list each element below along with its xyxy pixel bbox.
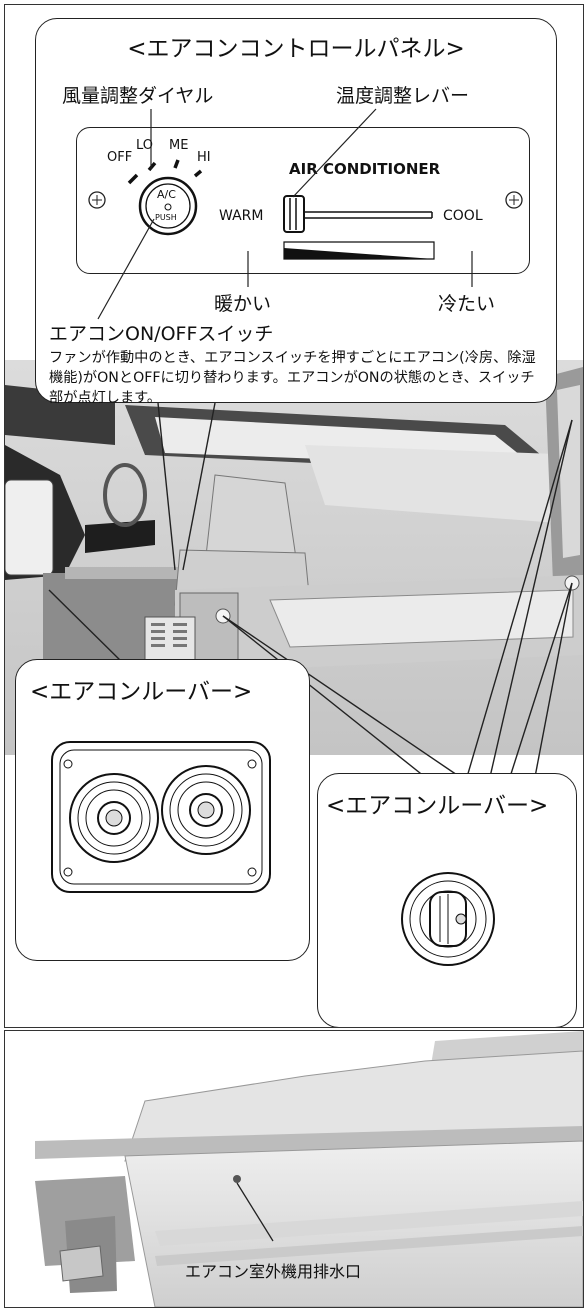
ac-panel-plate: OFF LO ME HI A/C PUSH AIR CONDITIONER WA… bbox=[76, 127, 530, 274]
fan-dial-caption: 風量調整ダイヤル bbox=[62, 85, 214, 107]
exterior-figure-frame: エアコン室外機用排水口 bbox=[4, 1030, 584, 1308]
louver-panel-callout: <エアコンルーバー> bbox=[15, 659, 310, 961]
cool-japanese: 冷たい bbox=[438, 293, 496, 315]
panel-leaders bbox=[97, 108, 473, 320]
temp-lever-caption: 温度調整レバー bbox=[336, 85, 470, 107]
drain-outlet-label: エアコン室外機用排水口 bbox=[185, 1262, 362, 1281]
dial-lo: LO bbox=[136, 138, 154, 153]
air-conditioner-heading: AIR CONDITIONER bbox=[289, 160, 441, 178]
louver-panel-title: <エアコンルーバー> bbox=[30, 679, 253, 705]
round-louver-drawing bbox=[401, 872, 495, 966]
ac-panel-graphics bbox=[88, 159, 523, 260]
round-louver-title: <エアコンルーバー> bbox=[326, 793, 549, 819]
dial-me: ME bbox=[169, 138, 189, 153]
control-panel-heading: <エアコンコントロールパネル> bbox=[127, 36, 465, 62]
round-louver-callout: <エアコンルーバー> bbox=[317, 773, 577, 1027]
ac-switch-description: ファンが作動中のとき、エアコンスイッチを押すごとにエアコン(冷房、除湿機能)がO… bbox=[49, 350, 536, 406]
dial-push: PUSH bbox=[155, 213, 177, 222]
boat-exterior-illustration bbox=[35, 1031, 583, 1307]
dial-ac: A/C bbox=[157, 188, 176, 201]
dial-hi: HI bbox=[197, 150, 211, 165]
dial-off: OFF bbox=[107, 150, 133, 165]
ac-figure-frame: <エアコンコントロールパネル> 風量調整ダイヤル 温度調整レバー bbox=[4, 4, 584, 1028]
cool-text: COOL bbox=[443, 208, 483, 224]
warm-text: WARM bbox=[219, 208, 264, 224]
dual-louver-drawing bbox=[51, 741, 271, 893]
ac-switch-caption: エアコンON/OFFスイッチ bbox=[49, 323, 274, 345]
warm-japanese: 暖かい bbox=[214, 293, 272, 315]
control-panel-box: <エアコンコントロールパネル> 風量調整ダイヤル 温度調整レバー bbox=[35, 18, 557, 406]
